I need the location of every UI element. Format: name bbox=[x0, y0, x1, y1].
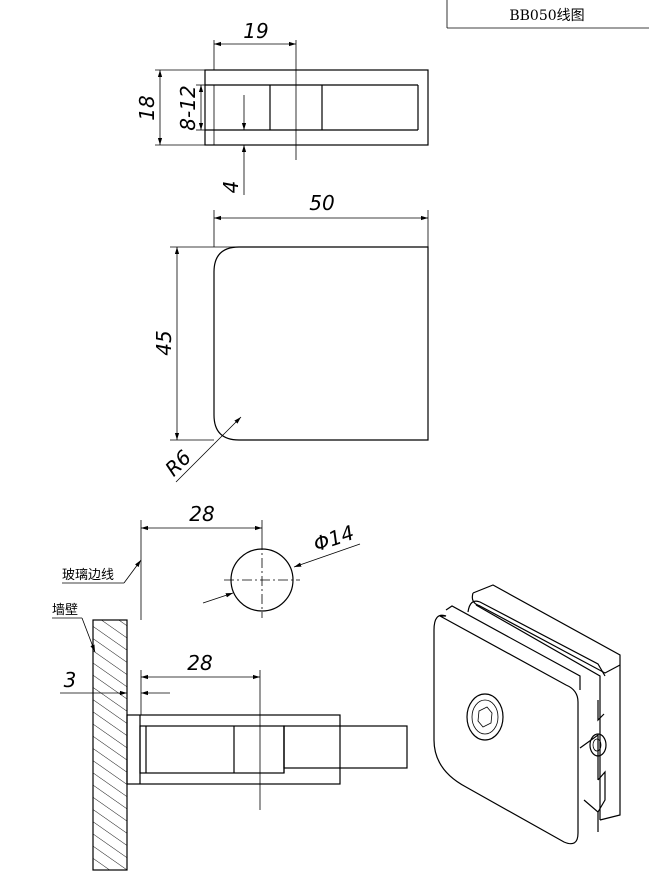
dim-glass-thickness: 8-12 bbox=[176, 85, 200, 130]
top-view: 19 18 8-12 4 bbox=[135, 19, 429, 195]
wall-hatch bbox=[92, 619, 128, 871]
face-view: 50 45 R6 bbox=[152, 191, 429, 483]
dim-face-height: 45 bbox=[152, 330, 176, 355]
dim-top-height: 18 bbox=[135, 95, 159, 120]
front-plate bbox=[433, 614, 579, 845]
dim-depth: 28 bbox=[187, 651, 212, 675]
dim-face-width: 50 bbox=[309, 191, 334, 215]
title-label: BB050线图 bbox=[509, 8, 584, 24]
dim-glass-edge: 28 bbox=[189, 502, 214, 526]
dim-gap: 4 bbox=[219, 181, 243, 194]
screw-head bbox=[466, 693, 504, 741]
title-block: BB050线图 bbox=[446, 0, 649, 29]
dim-hole: Φ14 bbox=[310, 520, 357, 556]
isometric-view bbox=[433, 584, 621, 845]
hex-socket-icon bbox=[477, 706, 493, 728]
dim-offset: 3 bbox=[64, 668, 77, 692]
side-view: 28 Φ14 玻璃边线 墙壁 3 28 bbox=[52, 502, 408, 871]
dim-radius: R6 bbox=[160, 445, 196, 481]
label-glass-edge: 玻璃边线 bbox=[62, 568, 114, 583]
label-wall: 墙壁 bbox=[52, 603, 78, 618]
dim-top-width: 19 bbox=[243, 19, 268, 43]
